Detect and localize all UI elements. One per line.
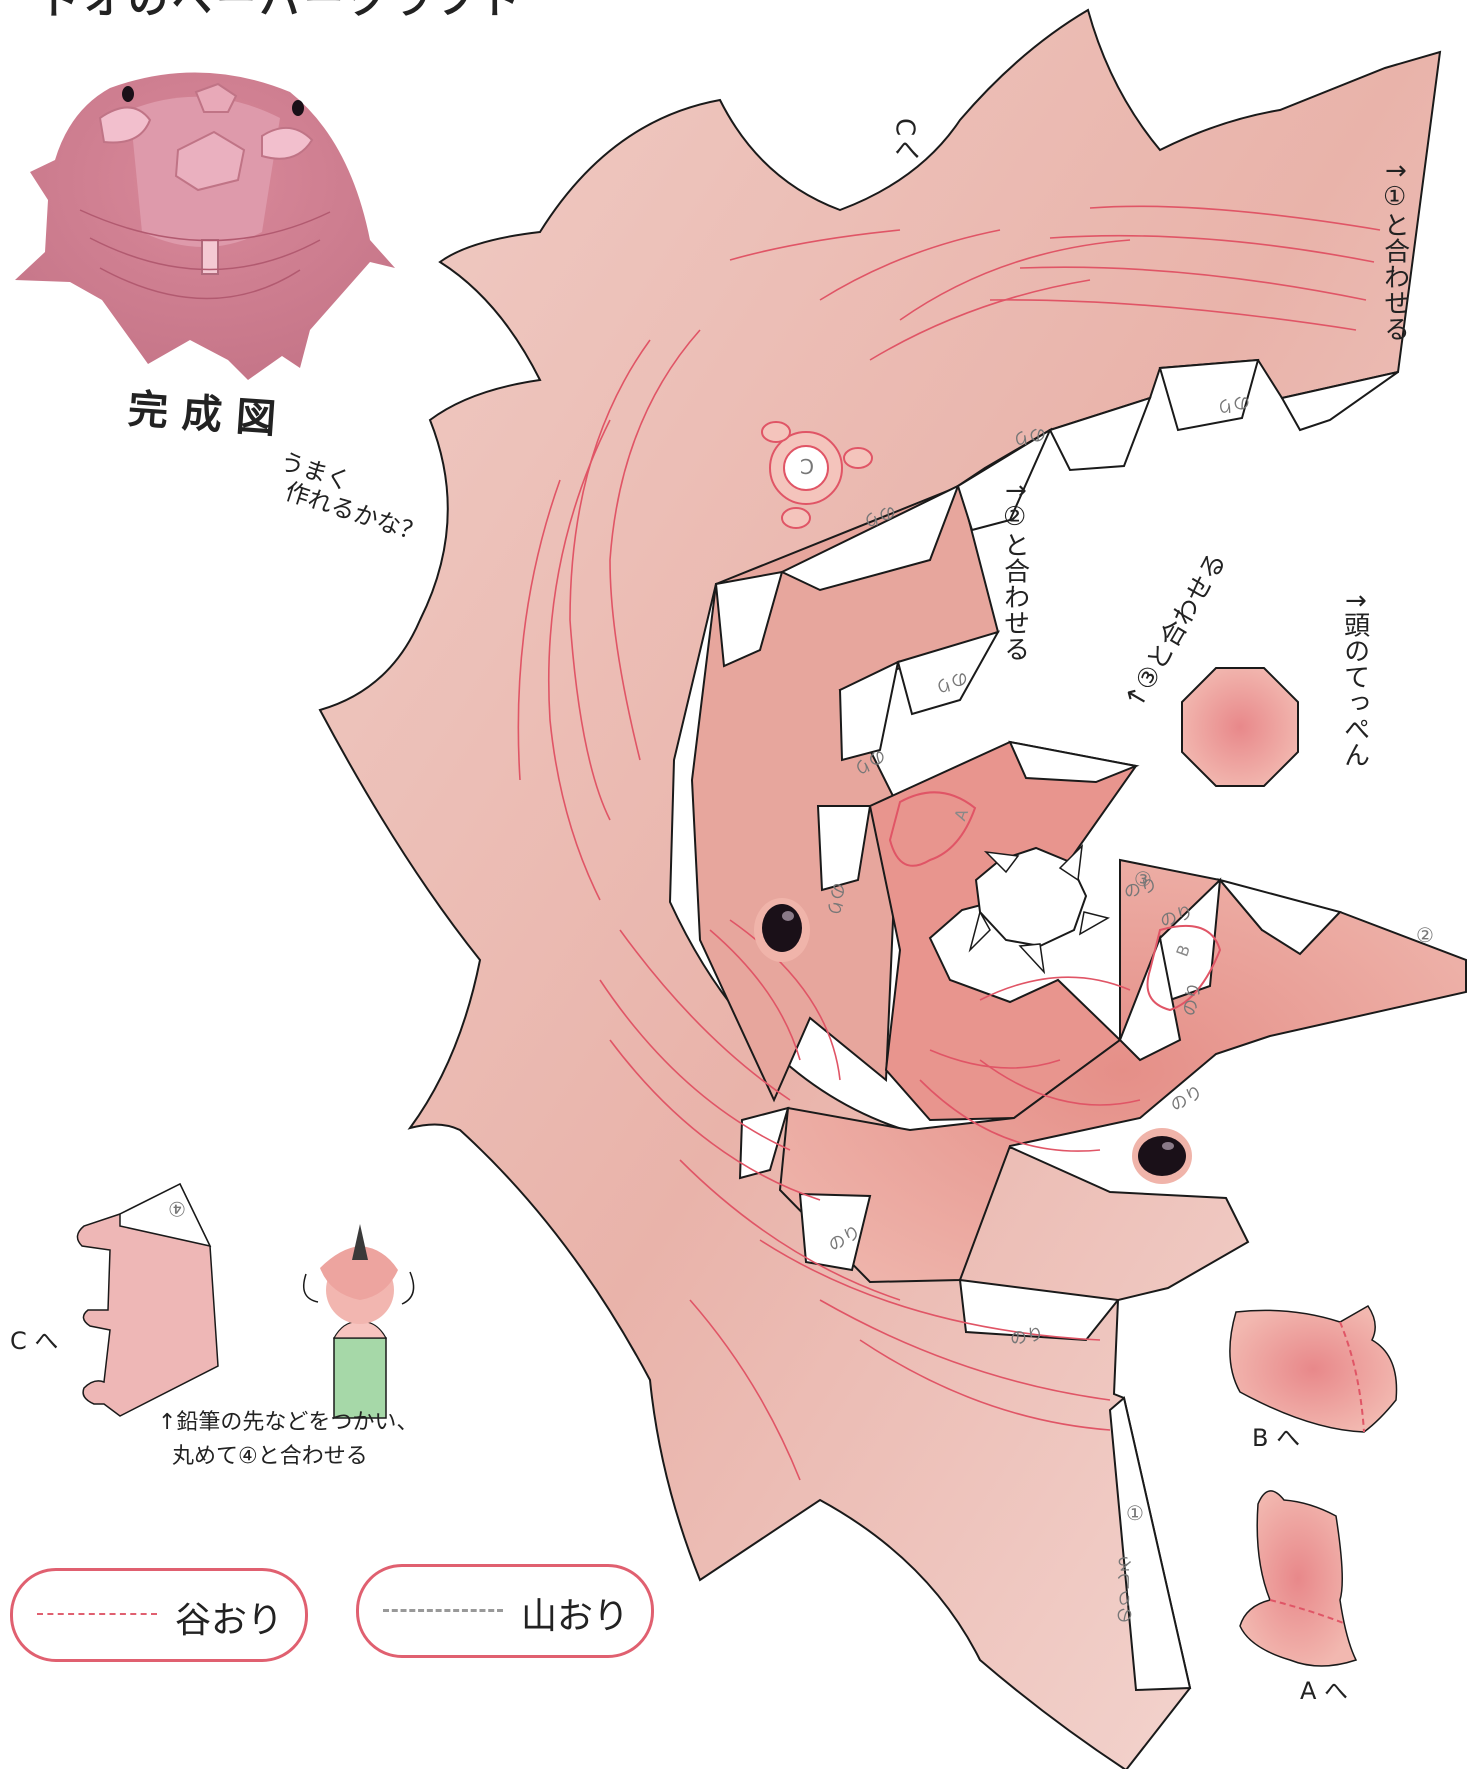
legend-valley-fold: 谷おり — [10, 1568, 308, 1662]
destination-a: A へ — [1300, 1677, 1349, 1705]
b-marker-outline — [1146, 925, 1222, 1012]
piece-a — [1239, 1490, 1358, 1667]
legend-mountain-fold: 山おり — [356, 1564, 654, 1658]
tab-number-1: ① — [1126, 1501, 1144, 1525]
destination-c-top: Cへ — [889, 118, 920, 163]
instruction-match-2: ↑②と合わせる — [999, 480, 1030, 662]
eye-right — [1132, 1128, 1192, 1184]
socket-c-label: C — [800, 454, 814, 478]
tab-number-2: ② — [1416, 923, 1434, 947]
mountain-fold-line-sample — [383, 1609, 503, 1612]
glue-tabs — [714, 358, 1399, 1692]
piece-b — [1229, 1305, 1398, 1433]
contour-lines — [517, 205, 1381, 1481]
body-main-piece — [318, 8, 1442, 1769]
destination-c-left: C へ — [10, 1327, 59, 1355]
instruction-head-top: ↑頭のてっぺん — [1339, 590, 1370, 768]
completed-model-photo — [15, 72, 395, 380]
piece-tail — [76, 1182, 219, 1417]
legend-valley-text: 谷おり — [175, 1600, 284, 1641]
tab-number-3: ③ — [1134, 867, 1152, 891]
pencil-instruction-1: ↑鉛筆の先などをつかい、 — [158, 1410, 419, 1435]
pencil-instruction-2: 丸めて④と合わせる — [172, 1444, 368, 1469]
title-fragment: ドオのペーパークラフト — [40, 0, 524, 23]
a-marker-outline — [888, 791, 977, 867]
instruction-match-1: ↑①と合わせる — [1379, 160, 1410, 342]
valley-fold-line-sample — [37, 1613, 157, 1615]
head-top-octagon — [1181, 667, 1299, 787]
destination-b: B へ — [1252, 1424, 1301, 1452]
tab-label-norishiro: のりしろ — [1117, 1556, 1137, 1624]
socket-c — [761, 421, 873, 529]
pencil-illustration — [303, 1224, 415, 1419]
legend-mountain-text: 山おり — [521, 1596, 630, 1637]
eye-left — [754, 898, 810, 962]
center-hole — [968, 843, 1110, 975]
tab-number-4: ④ — [168, 1197, 186, 1221]
body-segment-3 — [868, 740, 1138, 1122]
